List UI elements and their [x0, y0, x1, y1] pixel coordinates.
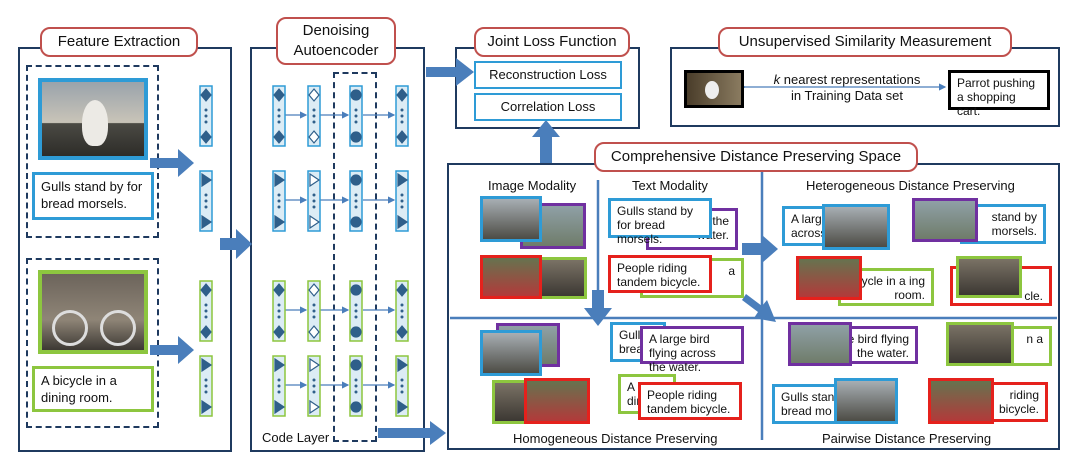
layer-unit	[199, 170, 213, 232]
q4-bird-text: A large bird flying across the water.	[640, 326, 744, 374]
q4-tandem-photo	[524, 378, 590, 424]
q2-gulls-text: Gulls stand by for bread morsels.	[608, 198, 712, 246]
layer-unit	[272, 85, 286, 147]
layer-unit	[395, 170, 409, 232]
q1-gull-photo	[480, 196, 542, 242]
gull-shape	[82, 100, 108, 146]
arrow-to-autoencoder	[220, 229, 252, 259]
q4-gull-photo	[480, 330, 542, 376]
q5-tandem-photo	[928, 378, 994, 424]
q2-people-text: People riding tandem bicycle.	[608, 255, 712, 293]
heterogeneous-label: Heterogeneous Distance Preserving	[806, 178, 1015, 193]
layer-unit	[307, 355, 321, 417]
layer-unit	[307, 85, 321, 147]
layer-unit	[307, 280, 321, 342]
layer-unit	[199, 355, 213, 417]
layer-unit	[307, 170, 321, 232]
arrow-feature-bottom	[150, 336, 194, 364]
q3-tandem-photo	[796, 256, 862, 300]
layer-unit	[349, 85, 363, 147]
q5-gull-photo	[834, 378, 898, 424]
q5-bicycle-photo	[946, 322, 1014, 366]
bicycle-wheel-left	[52, 310, 88, 346]
joint-loss-title: Joint Loss Function	[474, 27, 630, 57]
correlation-loss-box: Correlation Loss	[474, 93, 622, 121]
q3-bird-photo	[912, 198, 978, 242]
homogeneous-label: Homogeneous Distance Preserving	[513, 431, 718, 446]
arrow-feature-top	[150, 149, 194, 177]
arrow-to-space	[378, 421, 446, 445]
q4-people-text: People riding tandem bicycle.	[638, 382, 742, 420]
q1-tandem-photo	[480, 255, 542, 299]
autoencoder-title: Denoising Autoencoder	[276, 17, 396, 65]
gull-photo	[38, 78, 148, 160]
layer-unit	[395, 280, 409, 342]
knn-k: k	[773, 72, 781, 87]
q3-gull-photo	[822, 204, 890, 250]
layer-unit	[395, 355, 409, 417]
knn-label: k nearest representations in Training Da…	[752, 72, 942, 104]
layer-unit	[395, 85, 409, 147]
gull-caption: Gulls stand by for bread morsels.	[32, 172, 154, 220]
text-modality-label: Text Modality	[632, 178, 708, 193]
feature-group-bottom	[26, 258, 159, 428]
similarity-title: Unsupervised Similarity Measurement	[718, 27, 1012, 57]
code-layer-highlight	[333, 72, 377, 442]
feature-extraction-title: Feature Extraction	[40, 27, 198, 57]
reconstruction-loss-box: Reconstruction Loss	[474, 61, 622, 89]
arrow-img-to-het	[742, 235, 778, 263]
similarity-result: Parrot pushing a shopping cart.	[948, 70, 1050, 118]
arrow-to-loss	[426, 58, 474, 86]
knn-line2: in Training Data set	[790, 88, 903, 103]
layer-unit	[272, 170, 286, 232]
parrot-shape	[705, 81, 719, 99]
bicycle-wheel-right	[100, 310, 136, 346]
image-modality-label: Image Modality	[488, 178, 577, 193]
feature-group-top	[26, 65, 159, 238]
code-layer-label: Code Layer	[262, 430, 330, 445]
pairwise-label: Pairwise Distance Preserving	[822, 431, 992, 446]
layer-unit	[272, 355, 286, 417]
layer-unit	[349, 280, 363, 342]
distance-space-title: Comprehensive Distance Preserving Space	[594, 142, 918, 172]
layer-unit	[272, 280, 286, 342]
knn-rest: nearest representations	[780, 72, 921, 87]
layer-unit	[349, 170, 363, 232]
bicycle-photo	[38, 270, 148, 354]
arrow-diag-pairwise	[742, 294, 776, 322]
layer-unit	[199, 280, 213, 342]
autoencoder-title-line2: Autoencoder	[293, 42, 379, 59]
arrow-space-to-loss	[532, 120, 560, 163]
autoencoder-title-line1: Denoising	[302, 22, 370, 39]
knn-line1: k nearest representations	[752, 72, 942, 88]
bicycle-caption: A bicycle in a dining room.	[32, 366, 154, 412]
parrot-thumbnail	[684, 70, 744, 108]
layer-unit	[199, 85, 213, 147]
q3-bicycle-photo	[956, 256, 1022, 298]
q5-bird-photo	[788, 322, 852, 366]
layer-unit	[349, 355, 363, 417]
